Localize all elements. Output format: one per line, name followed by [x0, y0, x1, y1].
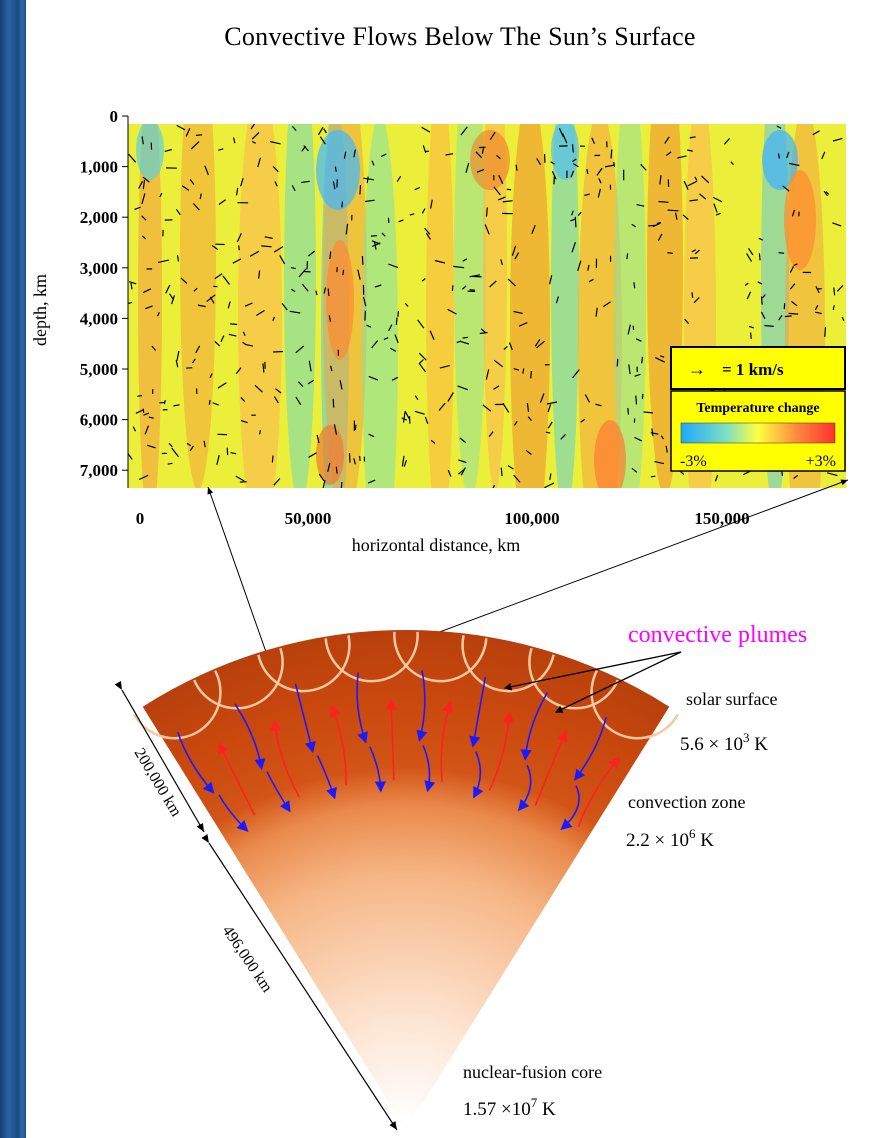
sun-wedge: [142, 629, 670, 1130]
convective-plumes-label: convective plumes: [628, 622, 807, 648]
x-tick-label: 150,000: [694, 509, 749, 528]
x-tick-label: 100,000: [504, 509, 559, 528]
solar-surface-temp: 5.6 × 103 K: [680, 730, 768, 755]
y-axis-label: depth, km: [30, 274, 50, 346]
temperature-field: [136, 124, 825, 488]
x-axis: 0 50,000 100,000 150,000 horizontal distanc…: [136, 509, 750, 555]
y-axis: 0 1,000 2,000 3,000 4,000 5,000 6,000 7,000 dep…: [30, 107, 129, 488]
y-tick-label: 4,000: [80, 309, 118, 328]
figure-title: Convective Flows Below The Sun’s Surface: [224, 22, 696, 51]
legend-arrow-label: = 1 km/s: [722, 360, 784, 379]
y-tick-label: 3,000: [80, 259, 118, 278]
colorbar-min-label: -3%: [680, 453, 707, 470]
x-axis-label: horizontal distance, km: [352, 535, 520, 555]
core-temp: 1.57 ×107 K: [463, 1095, 556, 1120]
plume-pointer-lines: [503, 651, 682, 713]
colorbar: [680, 422, 836, 444]
legend-arrow-icon: →: [688, 359, 706, 379]
sun-cross-section: [133, 629, 679, 1130]
colorbar-max-label: +3%: [806, 453, 836, 470]
plume-arrows: [177, 670, 621, 832]
y-tick-label: 7,000: [80, 461, 118, 480]
inner-depth-label: 496,000 km: [219, 923, 276, 996]
figure-panel: Convective Flows Below The Sun’s Surface: [26, 0, 894, 1138]
y-tick-label: 2,000: [80, 208, 118, 227]
colorbar-title: Temperature change: [696, 401, 819, 416]
core-label: nuclear-fusion core: [463, 1062, 602, 1082]
y-tick-label: 0: [110, 107, 119, 126]
convection-cells: [133, 631, 679, 740]
figure-canvas: 0 1,000 2,000 3,000 4,000 5,000 6,000 7,000 dep…: [30, 107, 849, 1131]
y-tick-label: 6,000: [80, 411, 118, 430]
x-tick-label: 50,000: [285, 509, 332, 528]
y-tick-label: 5,000: [80, 360, 118, 379]
x-tick-label: 0: [136, 509, 145, 528]
y-tick-label: 1,000: [80, 158, 118, 177]
convection-zone-label: convection zone: [628, 792, 745, 812]
temperature-flow-map: [128, 124, 846, 488]
solar-surface-label: solar surface: [686, 689, 777, 709]
plot-legend: → = 1 km/s Temperature change -3% +3%: [670, 346, 846, 472]
convection-zone-temp: 2.2 × 106 K: [626, 826, 714, 851]
